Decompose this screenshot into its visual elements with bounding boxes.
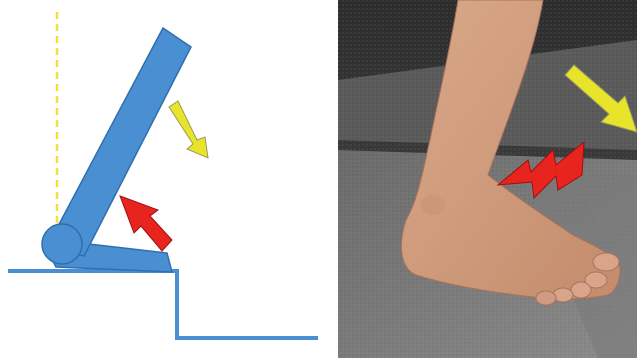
foot-on-stair-photo — [338, 0, 637, 358]
ankle-lever-diagram — [0, 0, 337, 358]
red-up-left-arrow — [120, 196, 172, 251]
shin-bar — [47, 28, 191, 256]
yellow-down-right-arrow — [169, 101, 208, 158]
stair-step-outline — [8, 271, 318, 338]
ankle-bone — [421, 195, 445, 215]
photo-canvas — [338, 0, 637, 358]
diagram-canvas — [0, 0, 337, 358]
ankle-joint-circle — [42, 224, 82, 264]
